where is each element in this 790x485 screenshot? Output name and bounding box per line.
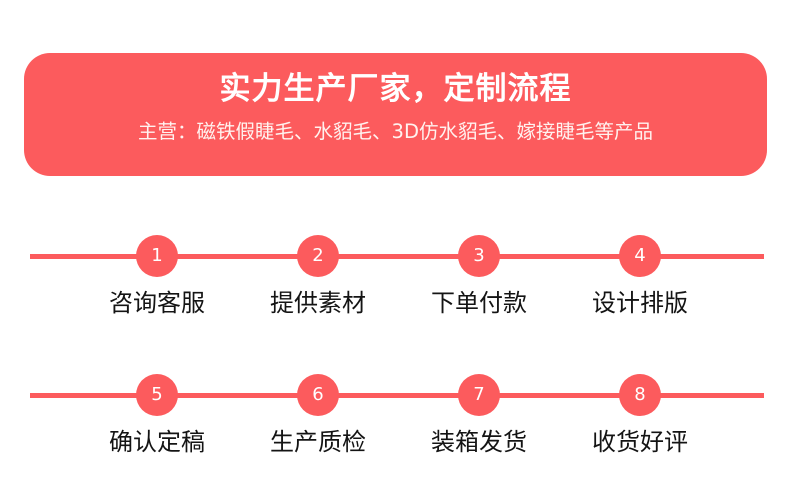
banner-subtitle: 主营：磁铁假睫毛、水貂毛、3D仿水貂毛、嫁接睫毛等产品 [138,120,653,143]
step-label: 收货好评 [592,428,688,456]
process-step-4: 4 设计排版 [580,235,700,319]
process-step-5: 5 确认定稿 [97,374,217,458]
step-number-circle: 1 [136,235,178,277]
process-step-7: 7 装箱发货 [419,374,539,458]
process-step-6: 6 生产质检 [258,374,378,458]
step-number-circle: 3 [458,235,500,277]
step-label: 生产质检 [270,428,366,456]
process-step-8: 8 收货好评 [580,374,700,458]
header-banner: 实力生产厂家，定制流程 主营：磁铁假睫毛、水貂毛、3D仿水貂毛、嫁接睫毛等产品 [24,53,767,176]
process-row-2: 5 确认定稿 6 生产质检 7 装箱发货 8 收货好评 [30,374,764,464]
process-row-1: 1 咨询客服 2 提供素材 3 下单付款 4 设计排版 [30,235,764,325]
process-step-3: 3 下单付款 [419,235,539,319]
step-label: 下单付款 [431,289,527,317]
step-label: 设计排版 [592,289,688,317]
step-number-circle: 8 [619,374,661,416]
process-step-2: 2 提供素材 [258,235,378,319]
timeline-line [30,393,764,398]
step-label: 确认定稿 [109,428,205,456]
banner-title: 实力生产厂家，定制流程 [219,71,572,107]
step-label: 咨询客服 [109,289,205,317]
step-label: 装箱发货 [431,428,527,456]
step-label: 提供素材 [270,289,366,317]
step-number-circle: 2 [297,235,339,277]
timeline-line [30,254,764,259]
step-number-circle: 6 [297,374,339,416]
process-step-1: 1 咨询客服 [97,235,217,319]
step-number-circle: 7 [458,374,500,416]
step-number-circle: 4 [619,235,661,277]
step-number-circle: 5 [136,374,178,416]
